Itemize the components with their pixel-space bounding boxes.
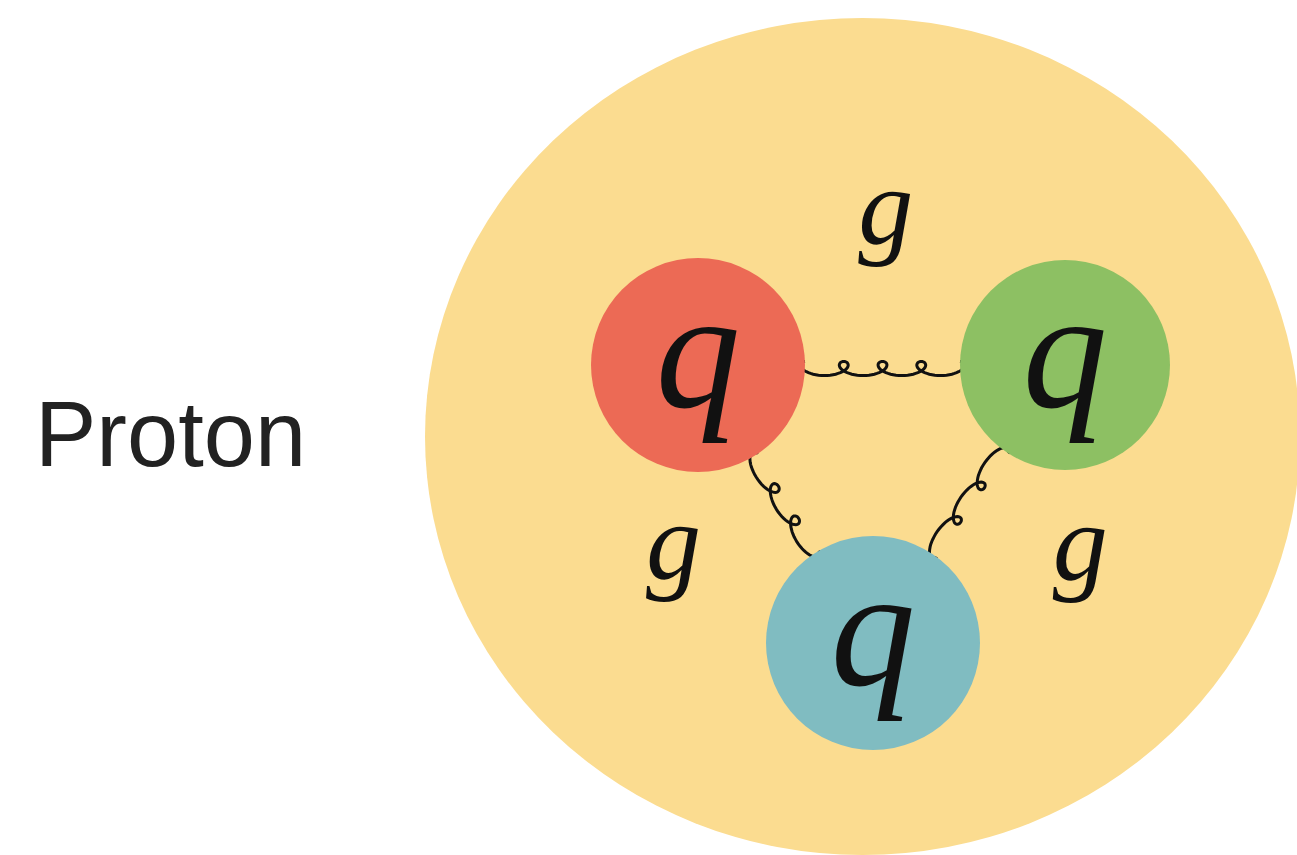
quark-circle: q — [766, 536, 980, 750]
gluon-label: g — [858, 152, 913, 262]
gluon-label: g — [646, 487, 701, 597]
quark-symbol: q — [656, 265, 741, 435]
gluon-spring — [801, 362, 965, 376]
gluon-label: g — [1053, 488, 1108, 598]
proton-body: Protonqqqggg — [425, 18, 1297, 855]
gluon-spring — [930, 448, 1010, 559]
quark-symbol: q — [831, 543, 916, 713]
quark-circle: q — [591, 258, 805, 472]
particle-name: Proton — [35, 388, 306, 480]
gluon-spring — [750, 451, 820, 557]
quark-circle: q — [960, 260, 1170, 470]
quark-symbol: q — [1023, 265, 1108, 435]
